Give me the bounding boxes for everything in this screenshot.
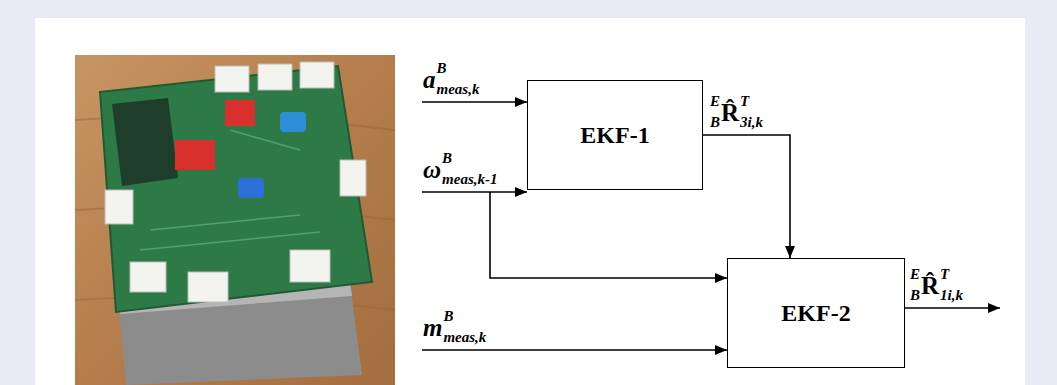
symbol-subscript: 1i,k [940,288,963,303]
symbol-base: R̂ [721,100,739,125]
process-box: EKF-2 [727,258,905,368]
frame-superscript: E [710,94,720,109]
signal-symbol: ωBmeas,k-1 [423,151,498,187]
symbol-superscript: B [437,61,447,76]
white-panel [35,18,1025,385]
signal-symbol: mBmeas,k [423,309,486,345]
symbol-subscript: meas,k [443,330,486,345]
signal-arrow [703,135,790,258]
symbol-subscript: 3i,k [740,115,763,130]
signal-wires [422,102,1000,350]
process-box: EKF-1 [527,80,703,190]
board-photo [75,55,395,385]
signal-symbol: EBR̂T 3i,k [710,94,763,130]
frame-superscript: E [910,267,920,282]
block-name: EKF-2 [781,300,850,327]
frame-subscript: B [910,288,920,303]
symbol-superscript: B [443,309,453,324]
frame-subscript: B [710,115,720,130]
symbol-base: m [423,315,442,340]
symbol-subscript: meas,k [437,82,480,97]
symbol-base: a [423,67,436,92]
symbol-superscript: T [940,267,949,282]
signal-symbol: aBmeas,k [423,61,479,97]
symbol-base: ω [423,157,441,182]
signal-symbol: EBR̂T 1i,k [910,267,963,303]
block-name: EKF-1 [580,122,649,149]
symbol-subscript: meas,k-1 [442,172,497,187]
symbol-superscript: T [740,94,749,109]
symbol-base: R̂ [921,273,939,298]
symbol-superscript: B [442,151,452,166]
